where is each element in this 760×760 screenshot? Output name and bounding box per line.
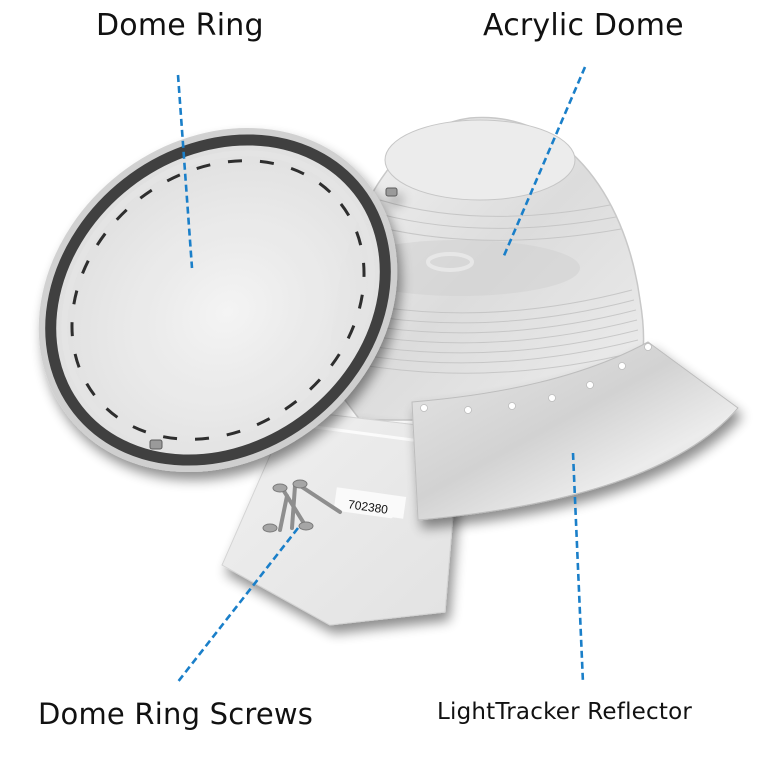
acrylic-dome-shape bbox=[329, 116, 645, 421]
label-dome-ring: Dome Ring bbox=[96, 8, 264, 43]
screws-bag bbox=[221, 409, 461, 626]
reflector-shape bbox=[411, 341, 739, 521]
label-acrylic-dome: Acrylic Dome bbox=[483, 8, 684, 43]
dome-ring-shape bbox=[38, 127, 398, 473]
label-dome-ring-screws: Dome Ring Screws bbox=[38, 697, 314, 731]
label-lighttracker-reflector: LightTracker Reflector bbox=[437, 699, 693, 725]
callout-line-lighttracker-reflector bbox=[571, 452, 585, 684]
callout-lines bbox=[175, 66, 587, 684]
callout-line-acrylic-dome bbox=[501, 66, 587, 259]
screws-shape bbox=[262, 479, 342, 533]
